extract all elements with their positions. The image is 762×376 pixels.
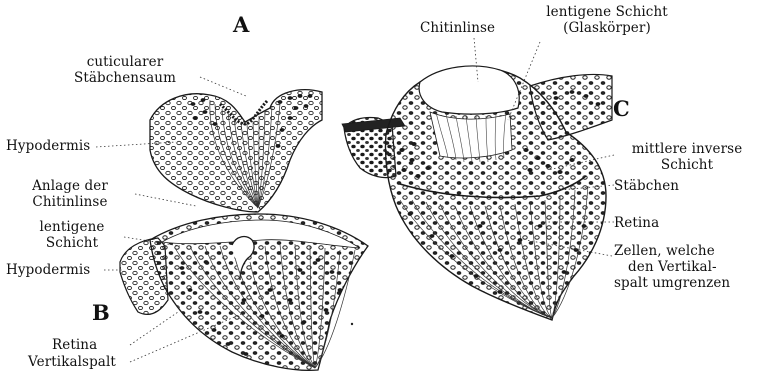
label-anlage-line2: Chitinlinse: [6, 194, 134, 210]
label-retina-b: Retina: [52, 337, 97, 353]
label-cuticular-staebchensaum: cuticularer Stäbchensaum: [50, 54, 200, 86]
label-zellen-vertikalspalt: Zellen, welche den Vertikal- spalt umgre…: [614, 243, 730, 291]
panel-label-a: A: [233, 12, 249, 37]
label-cuticular-line1: cuticularer: [50, 54, 200, 70]
label-lentigene-b-line2: Schicht: [20, 235, 124, 251]
label-lentigene-schicht-b: lentigene Schicht: [20, 219, 124, 251]
label-retina-c: Retina: [614, 215, 659, 231]
figure-a-drawing: [150, 90, 322, 212]
figure-b-drawing: [120, 214, 368, 370]
label-anlage-line1: Anlage der: [6, 178, 134, 194]
label-hypodermis-b: Hypodermis: [6, 262, 90, 278]
label-cuticular-line2: Stäbchensaum: [50, 70, 200, 86]
label-lentigene-c-line1: lentigene Schicht: [516, 4, 698, 20]
label-zellen-line2: den Vertikal-: [614, 259, 730, 275]
label-lentigene-b-line1: lentigene: [20, 219, 124, 235]
label-anlage-chitinlinse: Anlage der Chitinlinse: [6, 178, 134, 210]
panel-label-c: C: [613, 96, 630, 121]
label-lentigene-c-line2: (Glaskörper): [516, 20, 698, 36]
label-zellen-line3: spalt umgrenzen: [614, 275, 730, 291]
label-mittlere-inverse-schicht: mittlere inverse Schicht: [612, 141, 762, 173]
label-chitinlinse: Chitinlinse: [420, 20, 495, 36]
panel-label-b: B: [92, 300, 110, 325]
label-mittlere-line1: mittlere inverse: [612, 141, 762, 157]
label-vertikalspalt: Vertikalspalt: [28, 354, 116, 370]
label-mittlere-line2: Schicht: [612, 157, 762, 173]
figure-c-drawing: [342, 66, 612, 320]
label-lentigene-schicht-c: lentigene Schicht (Glaskörper): [516, 4, 698, 36]
label-zellen-line1: Zellen, welche: [614, 243, 730, 259]
label-hypodermis-a: Hypodermis: [6, 138, 90, 154]
label-staebchen: Stäbchen: [614, 178, 679, 194]
